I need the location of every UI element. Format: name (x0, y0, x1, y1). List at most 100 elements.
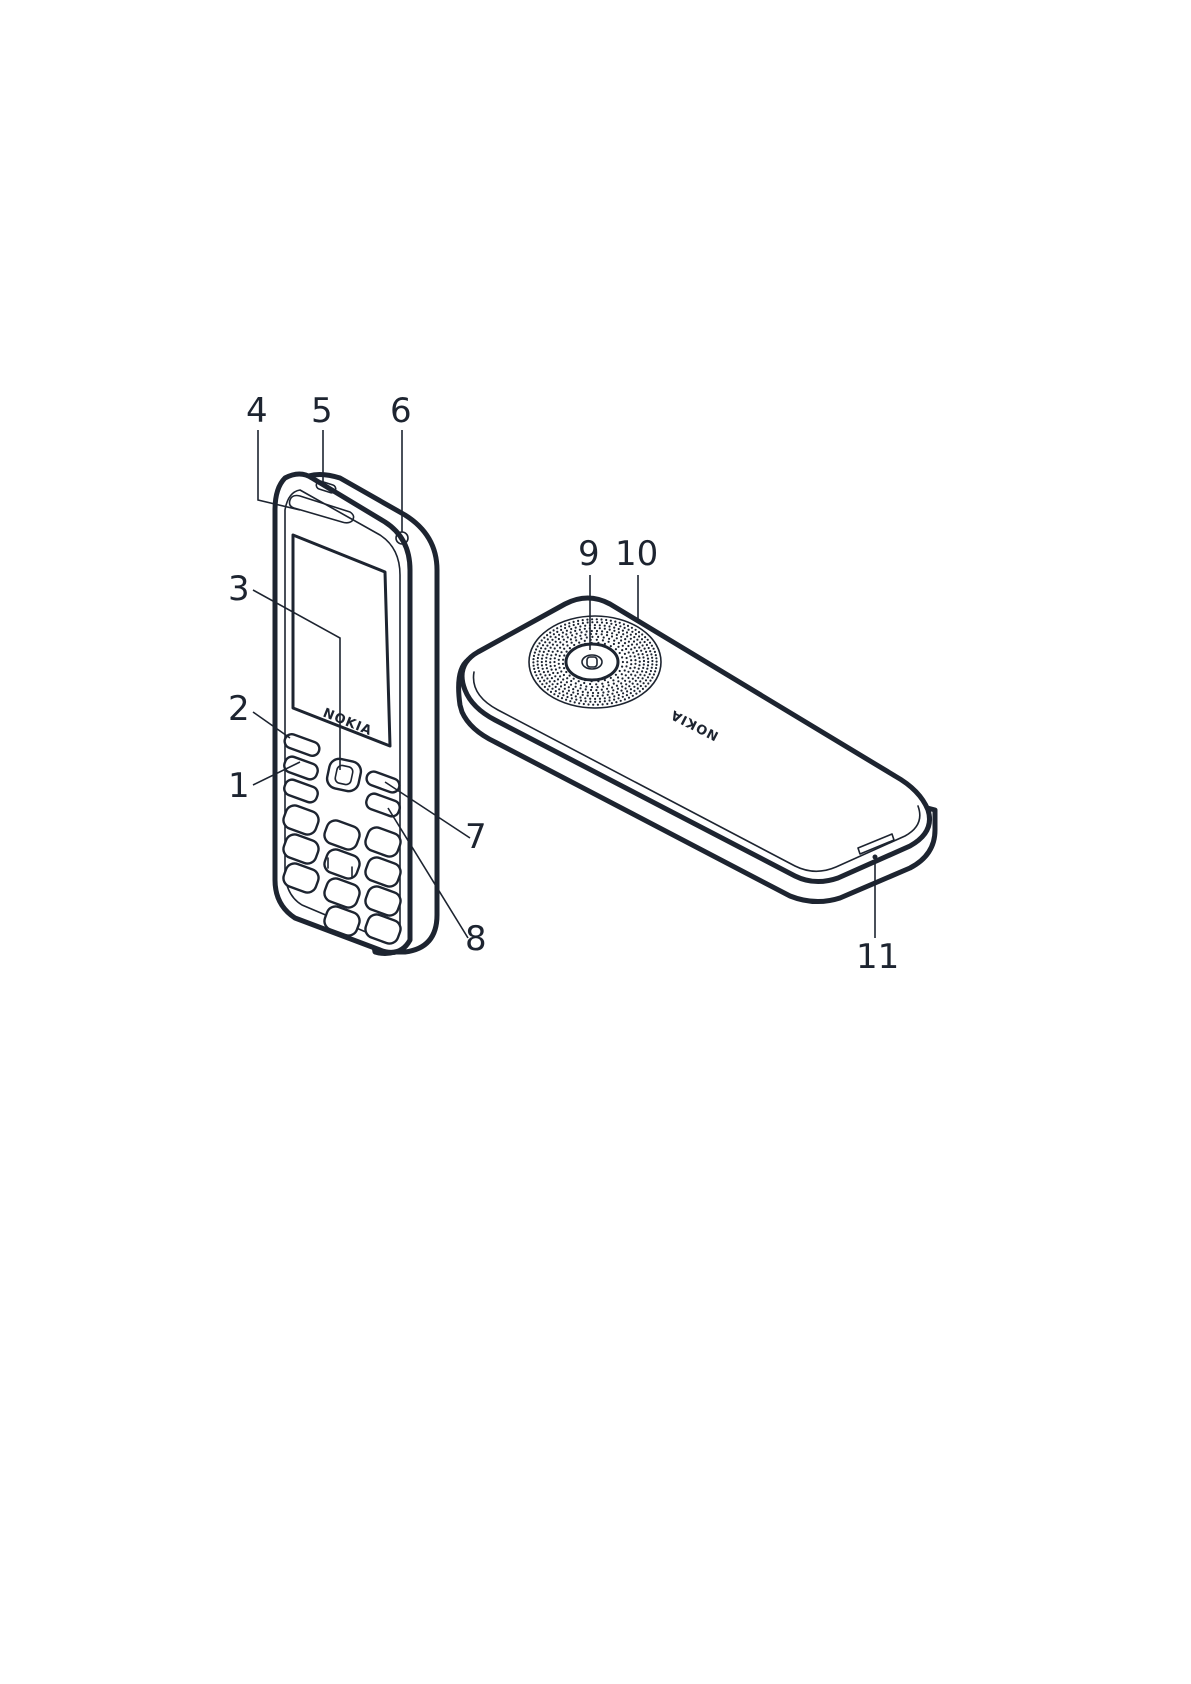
grill-dot (615, 701, 617, 703)
grill-dot (541, 661, 543, 663)
grill-dot (651, 660, 653, 662)
grill-dot (602, 694, 604, 696)
grill-dot (616, 634, 618, 636)
grill-dot (546, 682, 548, 684)
grill-dot (636, 643, 638, 645)
grill-dot (630, 663, 632, 665)
grill-dot (566, 681, 568, 683)
phone-front-view: NOKIA (275, 474, 437, 954)
grill-dot (558, 692, 560, 694)
grill-dot (547, 688, 549, 690)
grill-dot (546, 667, 548, 669)
grill-dot (547, 671, 549, 673)
grill-dot (618, 694, 620, 696)
grill-dot (552, 644, 554, 646)
grill-dot (559, 641, 561, 643)
grill-dot (620, 636, 622, 638)
grill-dot (636, 639, 638, 641)
grill-dot (532, 658, 534, 660)
grill-dot (578, 702, 580, 704)
grill-dot (647, 639, 649, 641)
grill-dot (622, 692, 624, 694)
grill-dot (587, 703, 589, 705)
grill-dot (645, 685, 647, 687)
microphone-hole (873, 855, 878, 860)
grill-dot (647, 682, 649, 684)
grill-dot (611, 632, 613, 634)
grill-dot (546, 634, 548, 636)
grill-dot (553, 629, 555, 631)
grill-dot (551, 677, 553, 679)
grill-dot (649, 680, 651, 682)
grill-dot (578, 642, 580, 644)
grill-dot (644, 641, 646, 643)
grill-dot (596, 630, 598, 632)
grill-dot (591, 636, 593, 638)
grill-dot (558, 638, 560, 640)
grill-dot (533, 668, 535, 670)
grill-dot (646, 654, 648, 656)
grill-dot (548, 650, 550, 652)
grill-dot (558, 634, 560, 636)
grill-dot (619, 622, 621, 624)
callout-1: 1 (228, 766, 250, 806)
grill-dot (643, 682, 645, 684)
grill-dot (572, 691, 574, 693)
grill-dot (582, 619, 584, 621)
grill-dot (550, 636, 552, 638)
grill-dot (571, 697, 573, 699)
grill-dot (612, 689, 614, 691)
grill-dot (626, 694, 628, 696)
grill-dot (596, 618, 598, 620)
grill-dot (538, 642, 540, 644)
grill-dot (639, 674, 641, 676)
grill-dot (635, 680, 637, 682)
grill-dot (632, 652, 634, 654)
grill-dot (618, 628, 620, 630)
grill-dot (594, 624, 596, 626)
grill-dot (612, 679, 614, 681)
grill-dot (589, 683, 591, 685)
callout-7: 7 (465, 817, 487, 857)
grill-dot (638, 657, 640, 659)
grill-dot (562, 678, 564, 680)
grill-dot (554, 665, 556, 667)
grill-dot (595, 633, 597, 635)
grill-dot (637, 677, 639, 679)
grill-dot (607, 694, 609, 696)
grill-dot (599, 698, 601, 700)
grill-dot (610, 623, 612, 625)
callout-10: 10 (615, 534, 658, 574)
grill-dot (610, 620, 612, 622)
grill-dot (624, 653, 626, 655)
grill-dot (613, 683, 615, 685)
grill-dot (649, 642, 651, 644)
grill-dot (614, 621, 616, 623)
callout-2: 2 (228, 689, 250, 729)
grill-dot (538, 670, 540, 672)
grill-dot (638, 664, 640, 666)
grill-dot (551, 669, 553, 671)
grill-dot (573, 624, 575, 626)
grill-dot (586, 619, 588, 621)
grill-dot (541, 683, 543, 685)
grill-dot (616, 691, 618, 693)
scroll-key (325, 757, 363, 793)
grill-dot (623, 623, 625, 625)
grill-dot (584, 640, 586, 642)
grill-dot (624, 642, 626, 644)
grill-dot (617, 646, 619, 648)
grill-dot (576, 633, 578, 635)
grill-dot (595, 689, 597, 691)
grill-dot (566, 641, 568, 643)
grill-dot (654, 651, 656, 653)
grill-dot (601, 689, 603, 691)
grill-dot (591, 621, 593, 623)
grill-dot (625, 683, 627, 685)
grill-dot (541, 676, 543, 678)
grill-dot (597, 686, 599, 688)
grill-dot (624, 680, 626, 682)
grill-dot (560, 681, 562, 683)
grill-dot (553, 633, 555, 635)
grill-dot (639, 661, 641, 663)
